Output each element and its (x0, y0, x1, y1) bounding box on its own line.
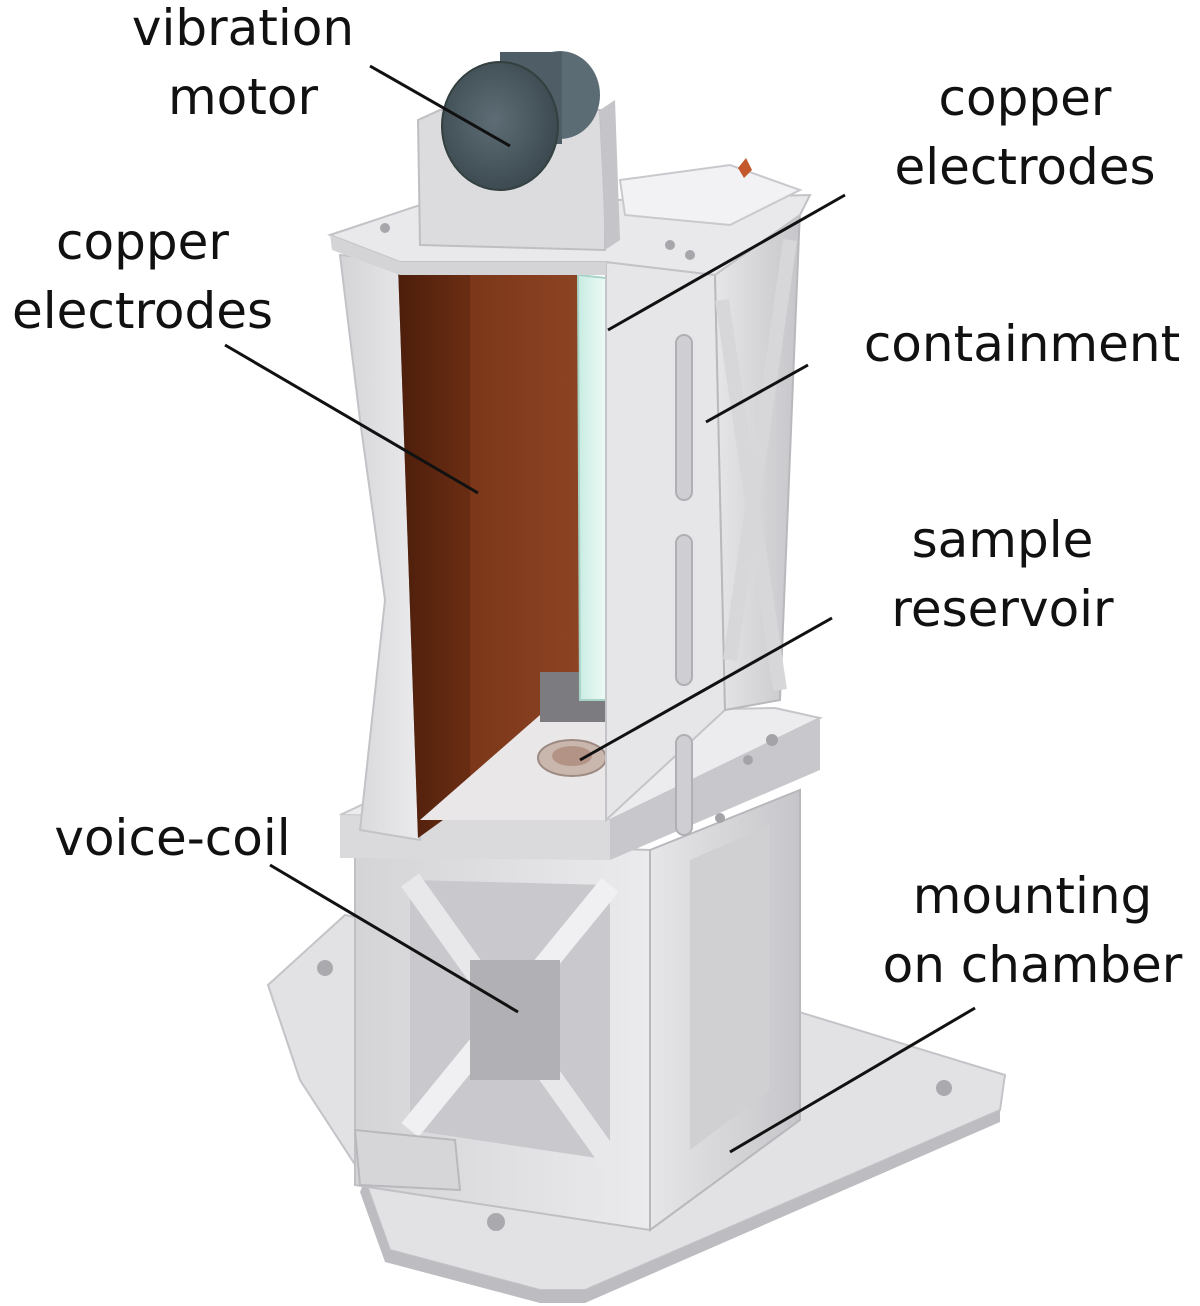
label-line: copper (938, 69, 1112, 127)
leader-mounting-on-chamber (729, 1006, 976, 1154)
leader-copper-electrodes-right (607, 193, 846, 332)
leader-containment (705, 363, 809, 424)
leader-vibration-motor (369, 64, 511, 148)
label-mounting-on-chamber: mounting on chamber (870, 862, 1195, 1000)
label-vibration-motor: vibration motor (118, 0, 368, 132)
label-line: copper (56, 213, 229, 271)
side-opening (690, 825, 770, 1150)
label-line: on chamber (882, 936, 1183, 994)
foot-block (353, 1128, 462, 1192)
mounting-hole (317, 960, 333, 976)
mounting-hole (487, 1213, 505, 1231)
label-line: vibration (131, 0, 355, 57)
motor-mount-side (600, 100, 620, 250)
label-line: containment (863, 315, 1181, 373)
label-containment: containment (852, 310, 1192, 379)
label-sample-reservoir: sample reservoir (880, 506, 1125, 644)
label-line: reservoir (891, 580, 1114, 638)
leader-copper-electrodes-left (224, 343, 479, 495)
electrode-terminal (738, 158, 752, 178)
leader-sample-reservoir (579, 616, 833, 762)
label-line: mounting (912, 867, 1153, 925)
leader-voice-coil (269, 863, 519, 1014)
cap-hole (685, 250, 695, 260)
platform-hole (715, 813, 725, 823)
platform-hole (743, 755, 753, 765)
cap-hole (665, 240, 675, 250)
electrode-terminal-block (618, 163, 803, 227)
mounting-hole (936, 1080, 952, 1096)
cap-hole (380, 223, 390, 233)
middle-platform-side (610, 718, 820, 860)
label-line: voice-coil (54, 809, 291, 867)
leader-lines (224, 64, 976, 1154)
copper-electrode-shade (398, 265, 470, 838)
label-line: motor (167, 68, 319, 126)
containment-slot (675, 534, 693, 686)
label-line: electrodes (894, 138, 1156, 196)
label-copper-electrodes-right: copper electrodes (880, 64, 1170, 202)
copper-electrode-right (576, 273, 607, 701)
containment-brace (723, 239, 797, 661)
containment-slot (675, 734, 693, 836)
containment-slot (675, 334, 693, 501)
voice-coil-body (470, 960, 560, 1080)
label-voice-coil: voice-coil (40, 804, 305, 873)
label-line: electrodes (11, 282, 274, 340)
vibration-motor-face (441, 61, 559, 191)
label-copper-electrodes-left: copper electrodes (0, 208, 285, 346)
label-line: sample (911, 511, 1094, 569)
platform-hole (766, 734, 778, 746)
sample-reservoir-inner (552, 746, 592, 766)
top-cap-edge (330, 235, 606, 275)
